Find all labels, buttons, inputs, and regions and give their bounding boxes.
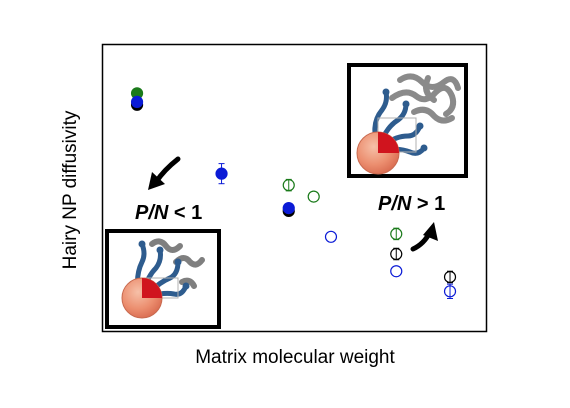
x-axis-label: Matrix molecular weight xyxy=(195,347,395,368)
annotation-pn-less-than-1: P/N < 1 xyxy=(135,202,202,224)
inset-left-schematic xyxy=(105,229,221,329)
error-bar xyxy=(447,283,454,299)
data-point xyxy=(215,167,228,180)
inset-right-schematic xyxy=(347,63,468,178)
data-point xyxy=(443,270,457,284)
data-points xyxy=(130,87,457,298)
data-point xyxy=(282,201,295,215)
data-point xyxy=(390,247,403,261)
arrow-left-down xyxy=(148,156,181,190)
data-point xyxy=(307,190,320,203)
arrow-right-up xyxy=(410,222,438,252)
y-axis-label: Hairy NP diffusivity xyxy=(60,110,81,269)
annotation-pn-greater-than-1: P/N > 1 xyxy=(378,193,445,215)
data-point xyxy=(390,265,403,278)
data-point xyxy=(443,285,457,298)
data-point xyxy=(390,227,403,241)
data-point xyxy=(282,179,295,192)
data-point xyxy=(324,230,338,243)
data-point xyxy=(130,95,144,109)
